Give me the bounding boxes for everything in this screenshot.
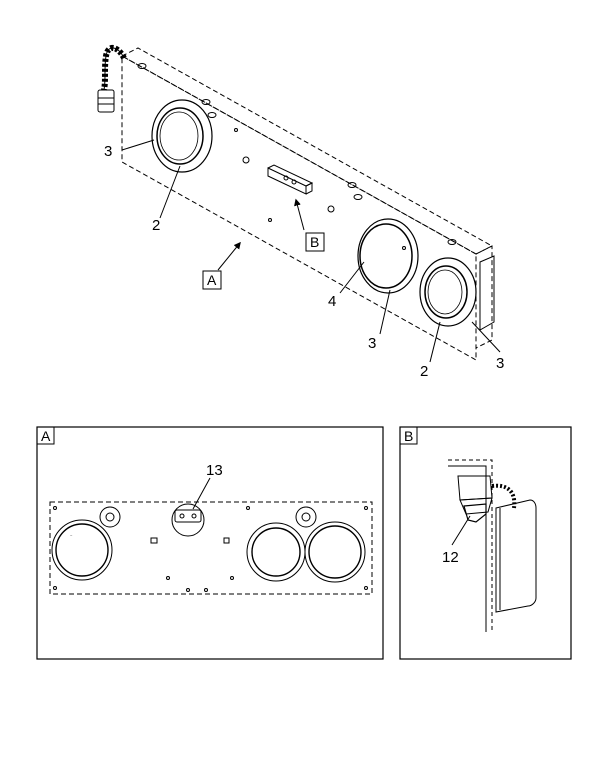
mount-hole (230, 576, 234, 580)
gauge-left-mark: ~ (70, 533, 73, 538)
small-gauge-right-core (301, 512, 311, 522)
leader-13 (192, 477, 211, 510)
gauge-right-face (308, 525, 362, 579)
view-a-frame (36, 426, 384, 660)
flange-hole (347, 182, 357, 188)
view-b-frame (399, 426, 572, 660)
mount-hole (364, 506, 368, 510)
callout-3-middle: 3 (368, 335, 376, 352)
connector-housing (457, 475, 493, 501)
gauge-bezel-right (419, 257, 477, 327)
leader-lines-top (121, 139, 501, 363)
gauge-inner-right (427, 269, 463, 315)
wire-harness-outline (103, 47, 125, 91)
center-connector (171, 503, 205, 537)
gauge-middle-bezel (246, 522, 306, 582)
gauge-right-bezel (304, 521, 366, 583)
connector-block-side (305, 182, 313, 195)
connector-housing-front (459, 497, 493, 515)
center-connector-pin (179, 513, 185, 519)
panel-front-outline (49, 501, 373, 595)
callout-3-left: 3 (104, 143, 112, 160)
mount-hole (204, 588, 208, 592)
end-bracket-tab (479, 255, 495, 331)
callout-3-right: 3 (496, 355, 504, 372)
mount-hole (246, 506, 250, 510)
small-gauge-right (295, 506, 317, 528)
mount-hole (364, 586, 368, 590)
small-hole (268, 218, 272, 222)
flange-hole (353, 194, 363, 200)
flange-hole (201, 99, 211, 105)
mount-hole (186, 588, 190, 592)
small-hole (402, 246, 406, 250)
panel-mark (150, 537, 158, 544)
gauge-bezel-left (151, 99, 213, 173)
gauge-face-right (424, 265, 468, 319)
small-hole (234, 128, 238, 132)
panel-top-flange (120, 47, 494, 255)
callout-2-right: 2 (420, 363, 428, 380)
view-a-arrow (217, 241, 241, 271)
small-gauge-left-core (105, 512, 115, 522)
isometric-panel-view (97, 45, 495, 361)
gauge-middle-face (251, 527, 301, 577)
panel-end-bracket (475, 245, 493, 349)
connector-block-top (267, 164, 314, 187)
flange-hole (207, 112, 217, 118)
connector-plug (463, 503, 487, 523)
panel-edge-inner (448, 465, 487, 632)
view-b-tag: B (404, 428, 413, 444)
panel-mark (223, 537, 230, 544)
view-b-marker-box (305, 232, 325, 252)
panel-edge-profile (448, 459, 493, 632)
screw-head (242, 156, 250, 164)
mount-hole (53, 586, 57, 590)
flange-hole (137, 63, 147, 69)
view-a-tag-box (36, 426, 55, 445)
view-a-tag: A (41, 428, 51, 444)
gauge-left-face (55, 523, 109, 577)
callout-2-left: 2 (152, 217, 160, 234)
flange-hole (447, 239, 457, 245)
relay-box (495, 499, 537, 613)
mount-hole (53, 506, 57, 510)
gauge-face-left (156, 107, 204, 165)
view-b-tag-box (399, 426, 418, 445)
harness-connector (97, 89, 115, 113)
connector-pin (283, 175, 289, 181)
mount-hole (166, 576, 170, 580)
detail-view-a: A ~ (36, 426, 384, 660)
center-connector-body (174, 509, 202, 523)
screw-head (327, 205, 335, 213)
connector-block (267, 167, 307, 195)
callout-4: 4 (328, 293, 336, 310)
gauge-bezel-middle (357, 218, 419, 294)
gauge-inner-left (159, 111, 199, 161)
view-b-arrow (294, 198, 305, 231)
panel-front-face (121, 55, 477, 361)
wire-harness (101, 45, 127, 91)
view-a-marker-box (202, 270, 222, 290)
connector-pin (291, 179, 297, 185)
leader-12 (451, 515, 471, 546)
view-a-marker: A (207, 272, 217, 288)
view-b-marker: B (310, 234, 319, 250)
center-connector-pin (191, 513, 197, 519)
small-gauge-left (99, 506, 121, 528)
callout-12: 12 (442, 549, 459, 566)
gauge-face-middle (359, 223, 413, 289)
callout-13: 13 (206, 462, 223, 479)
detail-view-b: B 12 (399, 426, 572, 660)
gauge-left-bezel (51, 519, 113, 581)
